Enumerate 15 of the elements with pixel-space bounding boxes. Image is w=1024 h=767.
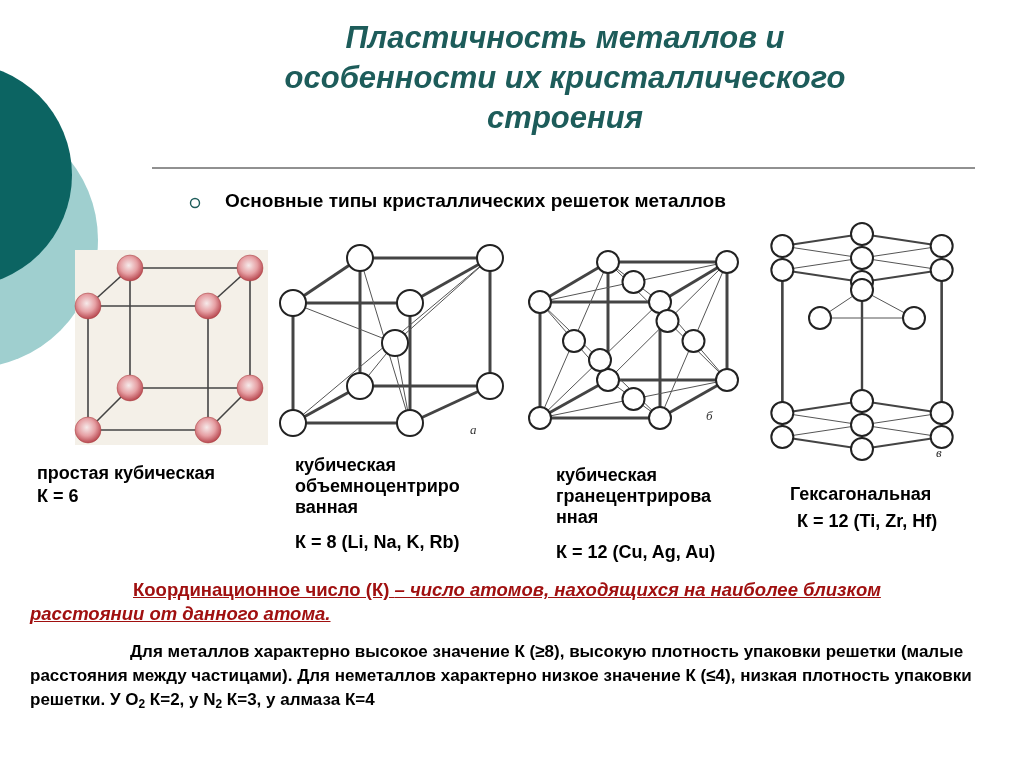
lattice-caption: кубическая объемноцентриро ванная <box>295 455 461 518</box>
figure-letter: в <box>936 445 943 461</box>
lattice-caption: кубическая гранецентрирова нная <box>556 465 713 528</box>
body-paragraph: Для металлов характерно высокое значение К (≥8), высокую плотность упаковки решетки (малые расстояния между частицами). Для неметаллов характерно низкое значение К (≤4), низкая плотность упаковки решетки. У O$_{2}$ К=2, у N$_{2}$ К=3, у алмаза К=4 <box>30 641 973 712</box>
subtitle: Основные типы кристаллических решеток металлов <box>225 190 727 211</box>
coordination-number: К = 8 (Li, Na, K, Rb) <box>295 532 461 553</box>
slide-title: Пластичность металлов и особенности их кристаллического строения <box>283 19 847 137</box>
lattice-caption: простая кубическая <box>37 463 216 484</box>
coordination-number: К = 6 <box>37 486 80 507</box>
lattice-caption: Гексагональная <box>790 484 933 505</box>
definition-text: Координационное число (К) – число атомов, находящихся на наиболее близком расстоянии от данного атома. <box>30 578 882 626</box>
coordination-number: К = 12 (Cu, Ag, Au) <box>556 542 717 563</box>
figure-letter: б <box>706 408 714 424</box>
figure-letter: а <box>470 422 478 438</box>
coordination-number: К = 12 (Ti, Zr, Hf) <box>797 511 939 532</box>
